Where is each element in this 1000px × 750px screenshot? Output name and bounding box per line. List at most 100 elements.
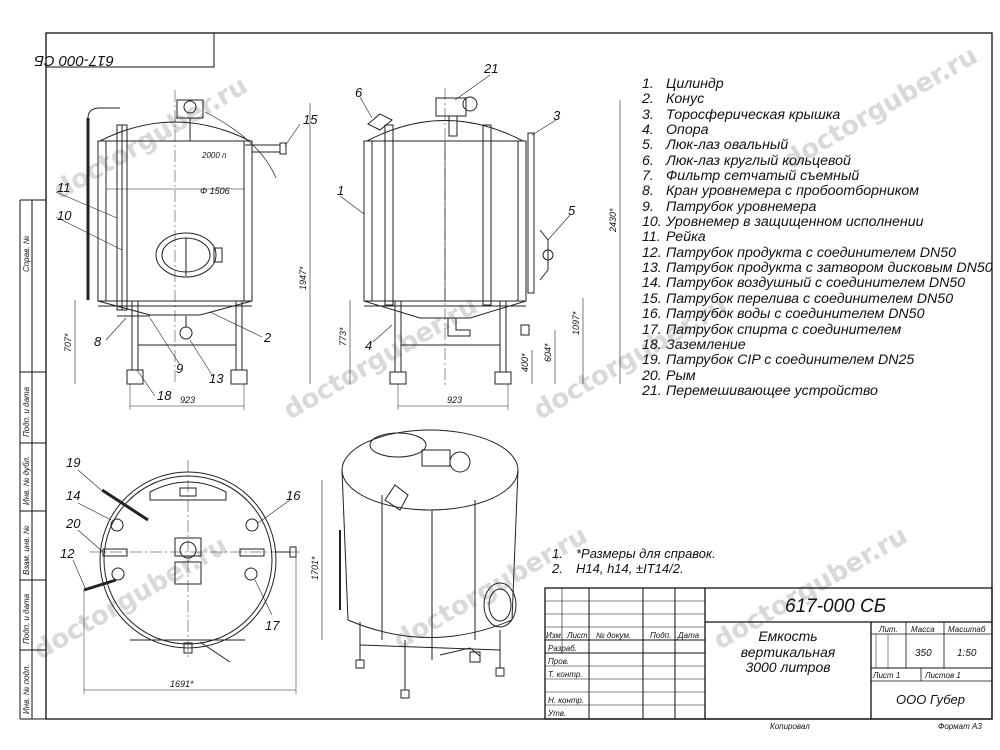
legend-item-number: 17.	[642, 321, 662, 338]
stamp-rotated: 617-000 СБ	[34, 52, 114, 69]
lit-label: Лит.	[878, 625, 898, 634]
legend-item: 14.Патрубок воздушный с соединителем DN5…	[642, 275, 993, 292]
dim-2000: 2000 п	[201, 151, 227, 160]
callout-6: 6	[355, 85, 363, 100]
front-view-labels: 2000 п Ф 1506 1947* 707* 923 11 10 8 9 1…	[57, 112, 318, 405]
copied-label: Копировал	[770, 722, 810, 731]
callout-13: 13	[209, 371, 224, 386]
legend-item-number: 15.	[642, 290, 662, 307]
masshtab-label: Масштаб	[948, 625, 986, 634]
legend-item: 12.Патрубок продукта с соединителем DN50	[642, 244, 993, 261]
legend-item-text: Патрубок продукта с затвором дисковым DN…	[666, 260, 993, 277]
note-item-number: 2.	[552, 561, 563, 576]
callout-20: 20	[65, 516, 81, 531]
note-item-number: 1.	[552, 546, 563, 561]
legend-item-text: Патрубок продукта с соединителем DN50	[666, 244, 956, 261]
legend-item-text: Уровнемер в защищенном исполнении	[666, 214, 924, 231]
legend-item: 9. Патрубок уровнемера	[642, 198, 993, 215]
legend-item: 19.Патрубок CIP с соединителем DN25	[642, 352, 993, 369]
legend-item: 8.Кран уровнемера с пробоотборником	[642, 183, 993, 200]
stamp-vzam-inv: Взам. инв. №	[22, 525, 31, 575]
legend-item-text: Торосферическая крышка	[666, 106, 841, 123]
legend-item-text: Кран уровнемера с пробоотборником	[666, 183, 920, 200]
legend-item-text: Конус	[666, 91, 705, 108]
doc-name-line2: вертикальная	[741, 644, 836, 660]
front-view	[55, 90, 311, 410]
stamp-sprav: Справ. №	[22, 235, 31, 272]
legend-item-text: Патрубок CIP с соединителем DN25	[666, 352, 915, 369]
note-item: 2. H14, h14, ±IT14/2.	[552, 561, 716, 576]
company-name: ООО Губер	[896, 692, 965, 707]
legend-item-number: 10.	[642, 214, 662, 231]
legend-item: 1. Цилиндр	[642, 76, 993, 92]
legend-item-text: Фильтр сетчатый съемный	[666, 168, 860, 185]
doc-name-line1: Емкость	[758, 628, 817, 644]
stamp-inv-podl: Инв. № подл.	[22, 664, 31, 714]
massa-value: 350	[915, 648, 932, 659]
legend-item: 6.Люк-лаз круглый кольцевой	[642, 152, 993, 169]
legend-item: 10.Уровнемер в защищенном исполнении	[642, 214, 993, 231]
callout-2: 2	[263, 330, 272, 345]
legend-item-number: 7.	[642, 168, 654, 185]
sheet-frame	[19, 32, 993, 720]
callout-9: 9	[176, 361, 183, 376]
title-block-text: 617-000 СБ Емкость вертикальная 3000 лит…	[546, 596, 986, 731]
row-nkontr: Н. контр.	[548, 696, 584, 705]
legend-item-text: Патрубок воды с соединителем DN50	[666, 306, 925, 323]
legend-item-number: 19.	[642, 352, 662, 369]
callout-3: 3	[553, 108, 561, 123]
masshtab-value: 1:50	[957, 648, 977, 659]
side-view	[339, 74, 621, 410]
legend-item: 15.Патрубок перелива с соединителем DN50	[642, 290, 993, 307]
legend-item: 2.Конус	[642, 91, 993, 108]
dim-1506: Ф 1506	[200, 186, 230, 196]
drawing-notes: 1.*Размеры для справок.2.H14, h14, ±IT14…	[552, 546, 716, 576]
callout-1: 1	[337, 183, 344, 198]
massa-label: Масса	[911, 625, 935, 634]
legend-item-number: 5.	[642, 137, 654, 154]
callout-8: 8	[94, 334, 102, 349]
callout-4: 4	[365, 338, 372, 353]
callout-11: 11	[57, 180, 71, 195]
callout-19: 19	[66, 455, 80, 470]
row-razrab: Разраб.	[548, 644, 577, 653]
legend-item-number: 6.	[642, 152, 654, 169]
callout-17: 17	[265, 618, 280, 633]
legend-item-text: Патрубок уровнемера	[666, 198, 817, 215]
legend-item: 16.Патрубок воды с соединителем DN50	[642, 306, 993, 323]
dim-707: 707*	[63, 333, 73, 352]
legend-item-text: Рейка	[666, 229, 706, 246]
row-prov: Пров.	[548, 657, 569, 666]
legend-item: 3.Торосферическая крышка	[642, 106, 993, 123]
legend-item-number: 11.	[642, 229, 661, 246]
legend-item-text: Патрубок воздушный с соединителем DN50	[666, 275, 966, 292]
top-view	[72, 460, 323, 694]
stamp-podp-data-1: Подп. и дата	[22, 386, 31, 437]
legend-item-number: 4.	[642, 122, 654, 139]
legend-item-number: 9.	[642, 198, 654, 215]
legend-item-text: Перемешивающее устройство	[666, 382, 878, 399]
legend-item: 17.Патрубок спирта с соединителем	[642, 321, 993, 338]
dim-1701: 1701*	[310, 556, 320, 580]
stamp-podp-data-2: Подп. и дата	[22, 593, 31, 644]
legend-item-number: 16.	[642, 306, 662, 323]
side-view-labels: 1 6 21 3 5 4 2430* 1097* 604* 400* 773* …	[337, 61, 618, 405]
dim-923-front: 923	[180, 395, 195, 405]
callout-21: 21	[483, 61, 498, 76]
dim-1947: 1947*	[298, 266, 308, 290]
legend-item-text: Цилиндр	[666, 76, 724, 92]
legend-item: 20.Рым	[642, 368, 993, 384]
legend-item-text: Патрубок спирта с соединителем	[666, 321, 902, 338]
legend-item-number: 1.	[642, 76, 654, 92]
legend-item-number: 21.	[642, 382, 662, 399]
list-label: Лист 1	[872, 671, 900, 680]
legend-item-number: 13.	[642, 260, 662, 277]
row-tkontr: Т. контр.	[548, 670, 583, 679]
dim-1097: 1097*	[571, 311, 581, 335]
note-item-text: H14, h14, ±IT14/2.	[576, 561, 684, 576]
dim-604: 604*	[543, 343, 553, 362]
legend-item: 18.Заземление	[642, 337, 993, 353]
doc-code: 617-000 СБ	[785, 596, 886, 617]
